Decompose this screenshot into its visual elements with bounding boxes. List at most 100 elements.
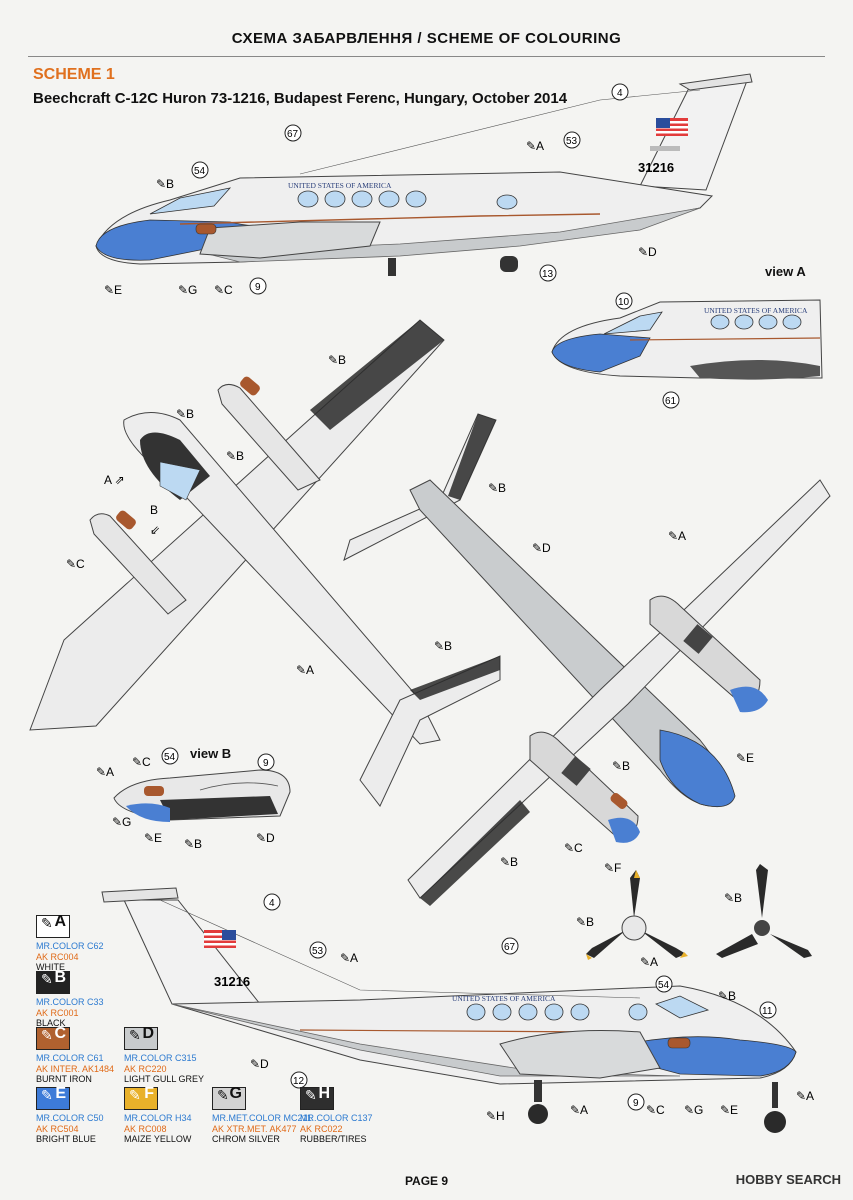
svg-text:✎D: ✎D (638, 245, 657, 259)
svg-text:✎A: ✎A (96, 765, 114, 779)
legend-mr-code: MR.COLOR C61 (36, 1053, 104, 1063)
svg-text:✎C: ✎C (646, 1103, 665, 1117)
view-a-label: view A (765, 264, 806, 279)
legend-letter: E (55, 1085, 66, 1102)
svg-text:✎G: ✎G (178, 283, 197, 297)
svg-text:✎B: ✎B (718, 989, 736, 1003)
svg-text:B: B (150, 503, 158, 517)
svg-text:53: 53 (566, 136, 578, 147)
us-flag-icon (656, 118, 688, 136)
svg-text:✎B: ✎B (328, 353, 346, 367)
brush-icon: ✎ (129, 1087, 141, 1103)
brush-icon: ✎ (217, 1087, 229, 1103)
svg-text:✎E: ✎E (736, 751, 754, 765)
svg-text:54: 54 (194, 166, 206, 177)
svg-text:✎E: ✎E (104, 283, 122, 297)
scheme-label: SCHEME 1 (33, 66, 115, 83)
tail-number-bottom: 31216 (214, 974, 250, 989)
svg-text:✎D: ✎D (250, 1057, 269, 1071)
svg-text:✎C: ✎C (132, 755, 151, 769)
tail-number-top: 31216 (638, 160, 674, 175)
us-flag-icon-bottom (204, 930, 236, 948)
legend-ak-code: AK RC004 (36, 951, 79, 962)
legend-color-name: RUBBER/TIRES (300, 1134, 367, 1144)
svg-text:✎C: ✎C (66, 557, 85, 571)
view-a-drawing: UNITED STATES OF AMERICA 10 61 (551, 292, 823, 409)
svg-text:10: 10 (618, 297, 630, 308)
svg-text:✎G: ✎G (684, 1103, 703, 1117)
svg-text:67: 67 (504, 942, 516, 953)
fuselage-text-bottom: UNITED STATES OF AMERICA (452, 994, 556, 1003)
svg-text:✎A: ✎A (796, 1089, 814, 1103)
svg-text:11: 11 (762, 1006, 773, 1017)
svg-text:9: 9 (255, 282, 261, 293)
svg-text:✎C: ✎C (214, 283, 233, 297)
svg-text:53: 53 (312, 946, 324, 957)
legend-color-box: ✎D (124, 1026, 158, 1050)
legend-ak-code: AK RC504 (36, 1123, 79, 1134)
svg-text:67: 67 (287, 129, 299, 140)
legend-color-name: MAIZE YELLOW (124, 1134, 192, 1144)
svg-text:✎B: ✎B (488, 481, 506, 495)
legend-ak-code: AK XTR.MET. AK477 (212, 1123, 297, 1134)
svg-text:⇙: ⇙ (150, 523, 160, 537)
legend-mr-code: MR.COLOR C137 (300, 1113, 373, 1123)
propeller-yellow-tips: ✎F ✎B ✎A (576, 861, 688, 969)
legend-letter: C (54, 1025, 66, 1042)
svg-text:✎A: ✎A (526, 139, 544, 153)
svg-text:✎E: ✎E (720, 1103, 738, 1117)
svg-text:✎F: ✎F (604, 861, 621, 875)
brush-icon: ✎ (41, 1027, 53, 1043)
legend-letter: F (144, 1085, 154, 1102)
svg-text:4: 4 (269, 898, 275, 909)
legend-ak-code: AK INTER. AK1484 (36, 1063, 115, 1074)
legend-color-name: BURNT IRON (36, 1074, 92, 1084)
svg-text:✎B: ✎B (434, 639, 452, 653)
legend-mr-code: MR.COLOR C315 (124, 1053, 197, 1063)
legend-color-box: ✎H (300, 1086, 334, 1110)
legend-color-name: BLACK (36, 1018, 66, 1028)
svg-text:✎A: ✎A (296, 663, 314, 677)
legend-color-box: ✎C (36, 1025, 70, 1050)
svg-text:✎D: ✎D (256, 831, 275, 845)
legend-letter: G (229, 1085, 242, 1102)
svg-text:✎H: ✎H (486, 1109, 505, 1123)
legend-ak-code: AK RC220 (124, 1063, 167, 1074)
brush-icon: ✎ (41, 1087, 53, 1103)
brush-icon: ✎ (41, 971, 53, 987)
svg-text:9: 9 (633, 1098, 639, 1109)
view-b-label: view B (190, 746, 232, 761)
svg-text:54: 54 (658, 980, 670, 991)
svg-text:✎A: ✎A (640, 955, 658, 969)
legend-ak-code: AK RC001 (36, 1007, 79, 1018)
svg-text:✎B: ✎B (176, 407, 194, 421)
legend-color-name: WHITE (36, 962, 65, 972)
legend-color-box: ✎B (36, 969, 70, 994)
svg-text:✎B: ✎B (226, 449, 244, 463)
bottom-view: ✎B ✎D ✎A ✎E ✎B ✎C ✎B (343, 413, 831, 906)
svg-text:✎D: ✎D (532, 541, 551, 555)
svg-text:✎G: ✎G (112, 815, 131, 829)
svg-text:✎A: ✎A (668, 529, 686, 543)
page-number: PAGE 9 (404, 1174, 449, 1188)
legend-color-box: ✎A (36, 914, 70, 938)
propeller-black: ✎B (716, 864, 812, 958)
legend-letter: B (54, 969, 66, 986)
legend-color-box: ✎E (36, 1085, 70, 1110)
svg-text:✎B: ✎B (500, 855, 518, 869)
fuselage-text-view-a: UNITED STATES OF AMERICA (704, 306, 808, 315)
svg-text:4: 4 (617, 88, 623, 99)
brush-icon: ✎ (129, 1027, 141, 1043)
legend-mr-code: MR.COLOR C50 (36, 1113, 104, 1123)
svg-text:✎C: ✎C (564, 841, 583, 855)
header-divider (28, 56, 825, 57)
legend-ak-code: AK RC022 (300, 1123, 343, 1134)
